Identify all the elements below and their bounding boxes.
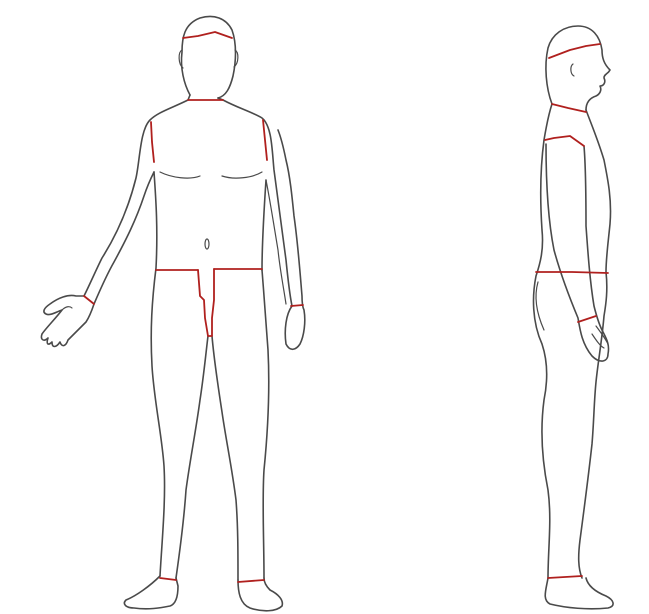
front-left-inner-leg xyxy=(176,336,208,578)
front-left-ankle-measure xyxy=(160,578,176,580)
side-ear xyxy=(571,64,574,76)
front-head-measure xyxy=(183,32,232,38)
front-left-thumb xyxy=(62,307,72,310)
side-buttock xyxy=(536,282,544,330)
front-right-torso xyxy=(262,180,266,270)
side-view-figure xyxy=(534,26,614,609)
side-head-measure xyxy=(549,44,600,58)
side-head-outline xyxy=(546,26,610,110)
front-right-inner-leg xyxy=(212,336,238,580)
front-hip-measure xyxy=(156,269,262,270)
front-inseam-measure xyxy=(198,269,214,336)
front-right-foot xyxy=(238,578,282,611)
front-right-pectoral xyxy=(222,172,262,178)
front-view-measurements xyxy=(84,32,303,582)
front-left-shoulder-measure xyxy=(151,122,154,162)
front-right-outer-leg xyxy=(262,270,269,578)
front-right-shoulder-measure xyxy=(263,120,267,160)
side-arm-outline xyxy=(546,144,609,361)
side-wrist-measure xyxy=(578,316,596,322)
front-left-torso xyxy=(151,172,164,576)
side-front-outline xyxy=(579,110,611,578)
front-left-foot xyxy=(124,576,178,609)
side-back-outline xyxy=(534,104,614,609)
front-left-arm-outline xyxy=(41,100,188,347)
side-shoulder-measure xyxy=(545,136,584,146)
side-waist-measure xyxy=(536,272,608,273)
front-navel xyxy=(205,239,209,249)
front-right-ankle-measure xyxy=(238,580,264,582)
front-left-pectoral xyxy=(160,172,200,178)
front-head-outline xyxy=(181,17,235,99)
front-view-figure xyxy=(41,17,304,611)
side-ankle-measure xyxy=(548,576,582,578)
front-right-wrist-measure xyxy=(291,305,303,306)
front-left-wrist-measure xyxy=(84,296,94,304)
side-neck-measure xyxy=(552,104,586,112)
